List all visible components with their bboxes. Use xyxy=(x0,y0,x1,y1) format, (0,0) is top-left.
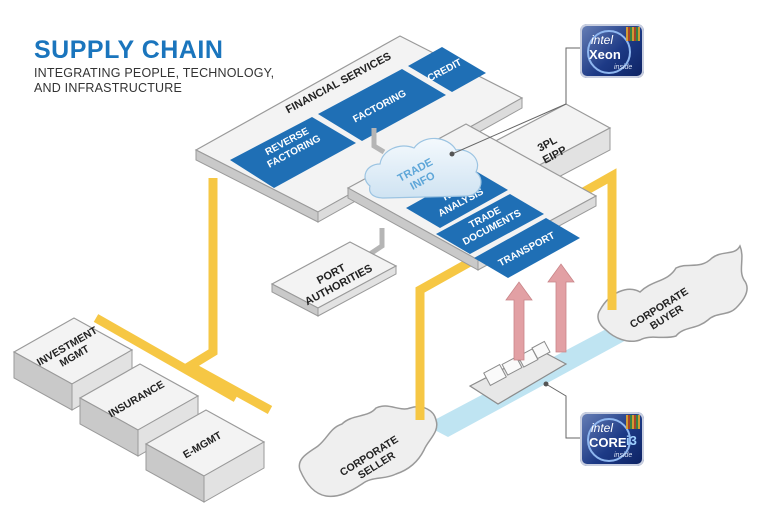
page-subtitle: INTEGRATING PEOPLE, TECHNOLOGY, AND INFR… xyxy=(34,66,274,96)
intel-core-i3-badge: intel CORE i3 inside xyxy=(580,412,644,466)
port-authorities-box: PORT AUTHORITIES xyxy=(270,241,398,317)
cargo-ship xyxy=(468,340,568,405)
xeon-callout-dot xyxy=(449,151,455,157)
xeon-product: Xeon xyxy=(589,47,621,62)
core-brand: intel xyxy=(591,421,614,435)
pink-arrow-left xyxy=(505,281,533,361)
reverse-factoring-tile: REVERSE FACTORING xyxy=(230,117,356,188)
page-title: SUPPLY CHAIN xyxy=(34,36,224,64)
trade-info-cloud: TRADE INFO xyxy=(364,137,482,199)
transport-arrows xyxy=(505,263,575,361)
core-inside: inside xyxy=(614,452,633,459)
core-callout-line xyxy=(545,383,580,439)
xeon-callout-line xyxy=(451,47,580,155)
credit-tile: CREDIT xyxy=(408,47,486,92)
fs-to-left-boxes-connector xyxy=(181,178,273,414)
xeon-brand: intel xyxy=(591,33,614,47)
pink-arrow-right xyxy=(547,263,575,353)
corporate-seller-region: CORPORATE SELLER xyxy=(298,405,438,498)
factoring-tile: FACTORING xyxy=(318,69,446,141)
left-boxes-top-connector xyxy=(93,314,239,402)
core-callout-dot xyxy=(543,381,549,387)
intel-swirl-icon xyxy=(587,418,631,462)
processor-chip-icon xyxy=(626,27,640,41)
insurance-box: INSURANCE xyxy=(78,363,200,457)
core-suffix: i3 xyxy=(626,433,637,448)
corporate-buyer-region: CORPORATE BUYER xyxy=(597,244,748,342)
platform-to-seller-connector xyxy=(415,258,473,420)
intel-xeon-badge: intel Xeon inside xyxy=(580,24,644,78)
subtitle-line-2: AND INFRASTRUCTURE xyxy=(34,81,183,95)
core-product: CORE xyxy=(589,435,627,450)
intel-swirl-icon xyxy=(587,30,631,74)
e-mgmt-box: E-MGMT xyxy=(144,409,266,503)
xeon-inside: inside xyxy=(614,64,633,71)
subtitle-line-1: INTEGRATING PEOPLE, TECHNOLOGY, xyxy=(34,66,275,80)
processor-chip-icon xyxy=(626,415,640,429)
